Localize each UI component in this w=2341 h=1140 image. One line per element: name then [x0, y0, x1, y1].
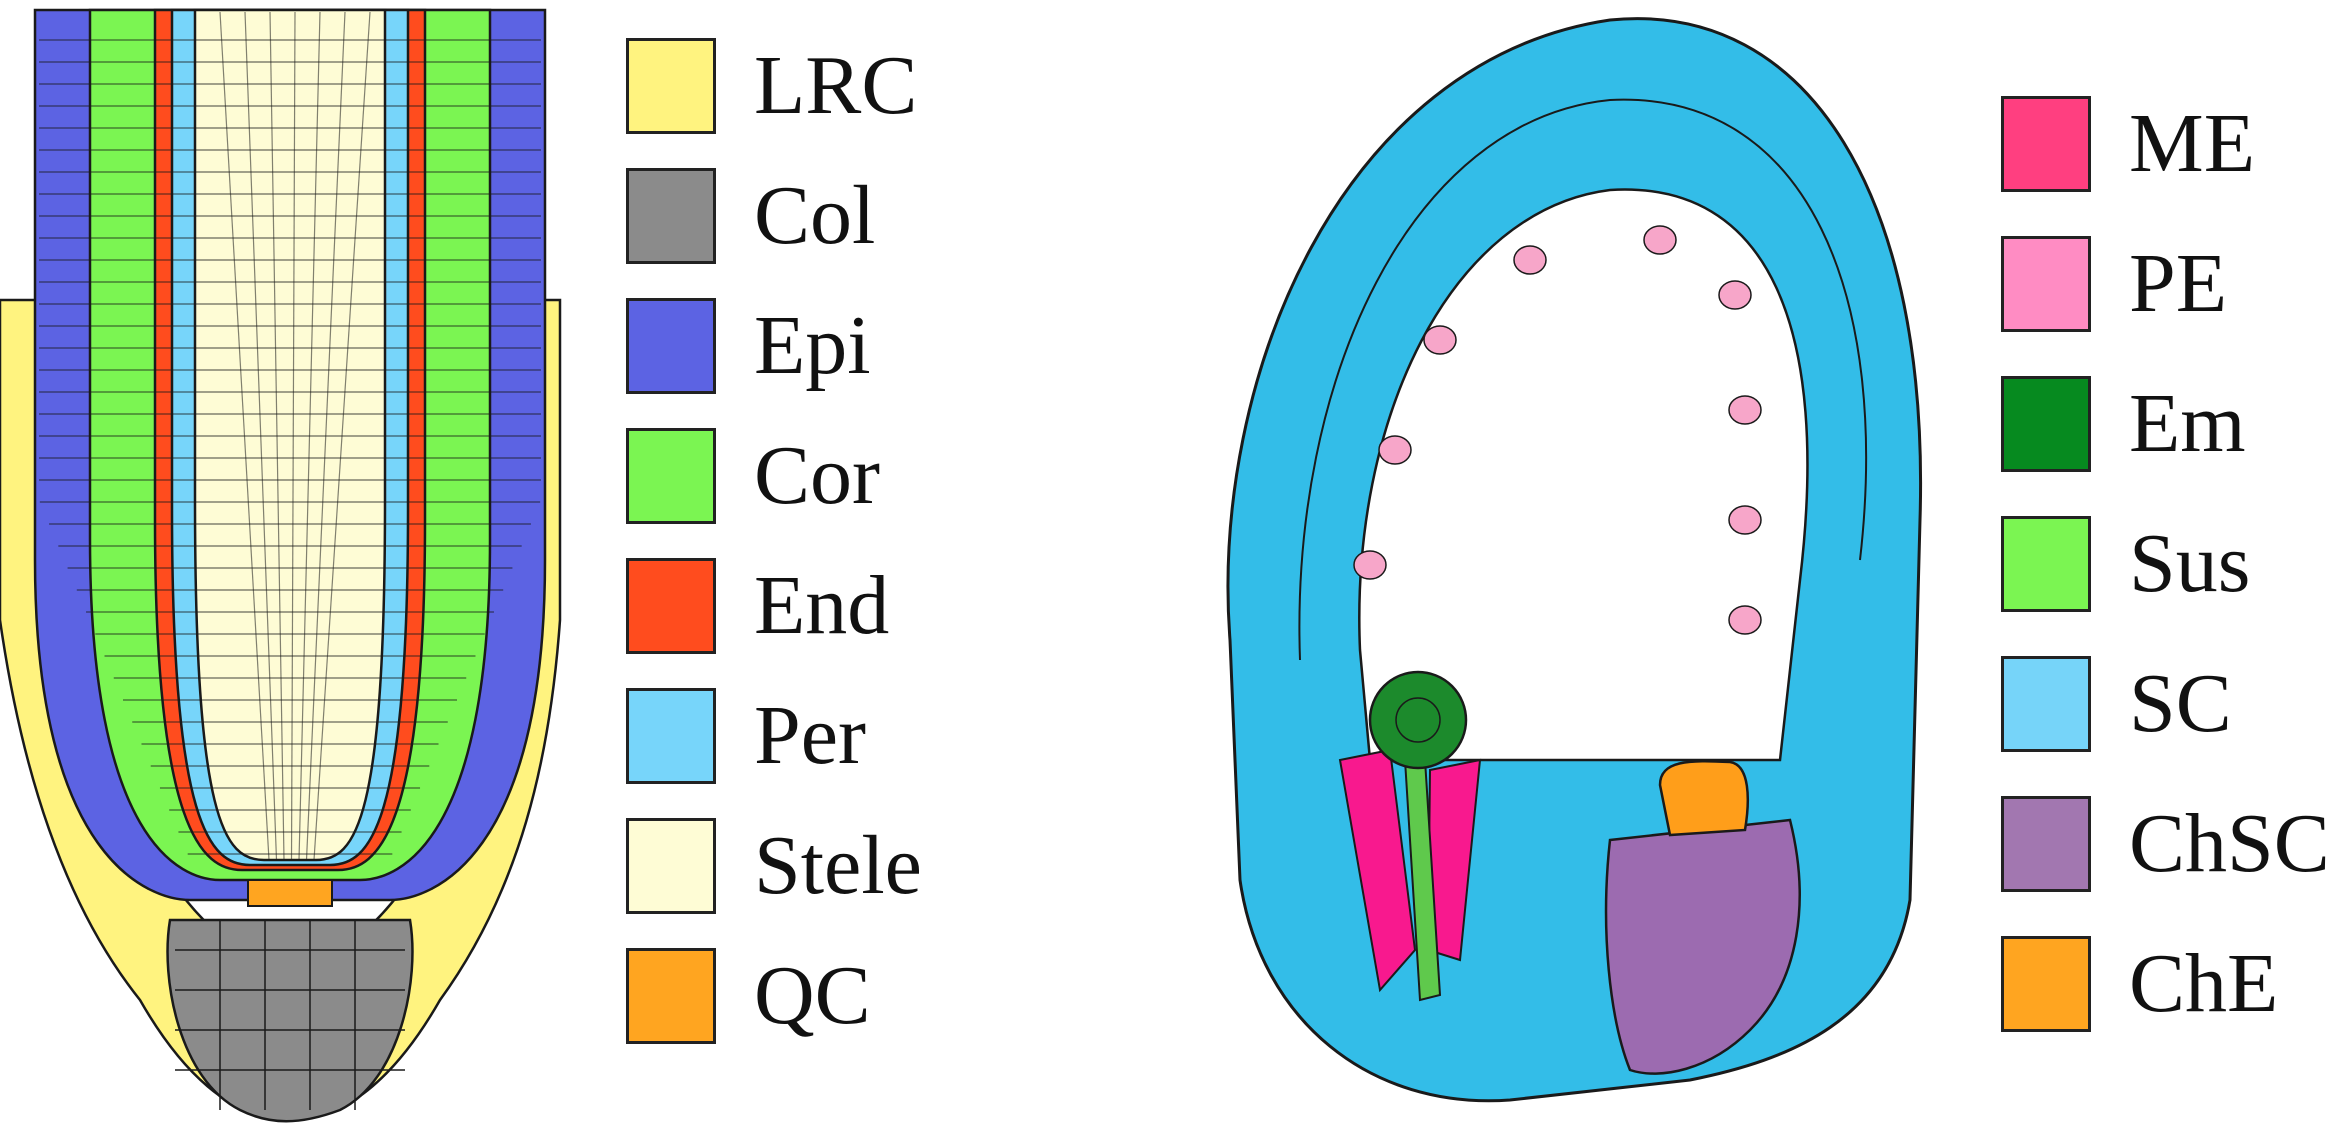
root-columella-layer	[166, 918, 414, 1123]
left-legend-label-end: End	[754, 559, 890, 652]
root-stele-layer	[193, 8, 387, 862]
root-tip-diagram	[0, 8, 562, 1123]
left-legend-swatch-stele	[626, 818, 716, 914]
peripheral-endosperm-spot	[1643, 225, 1677, 255]
right-legend-swatch-sc	[2001, 656, 2091, 752]
left-legend-swatch-per	[626, 688, 716, 784]
seed-cavity	[1358, 188, 1809, 762]
right-legend-label-me: ME	[2129, 97, 2255, 190]
chalazal-endosperm	[1658, 759, 1749, 837]
left-legend-item-cor: Cor	[626, 428, 1026, 524]
right-legend-swatch-chsc	[2001, 796, 2091, 892]
right-legend-item-sus: Sus	[2001, 516, 2341, 612]
left-legend-swatch-epi	[626, 298, 716, 394]
seed-diagram	[1226, 17, 1923, 1103]
left-legend-label-cor: Cor	[754, 429, 880, 522]
left-legend-swatch-col	[626, 168, 716, 264]
peripheral-endosperm-spot	[1513, 245, 1547, 275]
left-legend-item-col: Col	[626, 168, 1026, 264]
right-legend-item-chsc: ChSC	[2001, 796, 2341, 892]
right-legend-item-pe: PE	[2001, 236, 2341, 332]
right-legend-swatch-me	[2001, 96, 2091, 192]
peripheral-endosperm-spot	[1353, 550, 1387, 580]
peripheral-endosperm-spot	[1728, 505, 1762, 535]
left-legend-swatch-lrc	[626, 38, 716, 134]
left-legend-label-stele: Stele	[754, 819, 922, 912]
root-stele-file-line	[298, 11, 321, 861]
right-legend-item-sc: SC	[2001, 656, 2341, 752]
peripheral-endosperm-spot	[1728, 605, 1762, 635]
peripheral-endosperm-spot	[1728, 395, 1762, 425]
left-legend-swatch-cor	[626, 428, 716, 524]
left-legend-label-epi: Epi	[754, 299, 871, 392]
right-legend-item-em: Em	[2001, 376, 2341, 472]
left-legend-swatch-end	[626, 558, 716, 654]
right-legend-label-pe: PE	[2129, 237, 2228, 330]
left-legend-label-col: Col	[754, 169, 876, 262]
embryo-inner-ring	[1395, 697, 1441, 743]
root-stele-file-line	[305, 11, 346, 861]
root-qc-layer	[247, 879, 333, 907]
left-legend-label-qc: QC	[754, 949, 871, 1042]
left-legend-item-lrc: LRC	[626, 38, 1026, 134]
left-legend-label-lrc: LRC	[754, 39, 918, 132]
right-legend-swatch-sus	[2001, 516, 2091, 612]
seed-tissues	[1226, 17, 1923, 1103]
right-legend-label-sc: SC	[2129, 657, 2232, 750]
root-stele-file-line	[290, 11, 296, 861]
right-legend-swatch-em	[2001, 376, 2091, 472]
right-legend-label-sus: Sus	[2129, 517, 2251, 610]
right-legend-label-che: ChE	[2129, 937, 2279, 1030]
right-legend-item-che: ChE	[2001, 936, 2341, 1032]
root-cell-walls	[39, 11, 541, 1110]
right-legend-item-me: ME	[2001, 96, 2341, 192]
left-legend-item-per: Per	[626, 688, 1026, 784]
peripheral-endosperm-spot	[1718, 280, 1752, 310]
embryo-proper	[1368, 670, 1468, 770]
left-legend-item-end: End	[626, 558, 1026, 654]
chalazal-seed-coat	[1604, 818, 1801, 1075]
micropylar-endosperm-left	[1338, 748, 1417, 993]
right-legend-label-chsc: ChSC	[2129, 797, 2330, 890]
seed-coat-inner-line	[1298, 98, 1868, 661]
left-legend-item-stele: Stele	[626, 818, 1026, 914]
root-stele-file-line	[313, 11, 371, 861]
root-stele-file-line	[269, 11, 285, 861]
left-legend-label-per: Per	[754, 689, 866, 782]
left-legend-swatch-qc	[626, 948, 716, 1044]
left-legend-item-epi: Epi	[626, 298, 1026, 394]
root-tissue-layers	[0, 8, 562, 1123]
right-legend-swatch-che	[2001, 936, 2091, 1032]
peripheral-endosperm-spot	[1378, 435, 1412, 465]
right-legend-label-em: Em	[2129, 377, 2246, 470]
root-stele-file-line	[219, 11, 270, 861]
right-legend-swatch-pe	[2001, 236, 2091, 332]
peripheral-endosperm-spot	[1423, 325, 1457, 355]
root-stele-file-line	[244, 11, 278, 861]
left-legend-item-qc: QC	[626, 948, 1026, 1044]
